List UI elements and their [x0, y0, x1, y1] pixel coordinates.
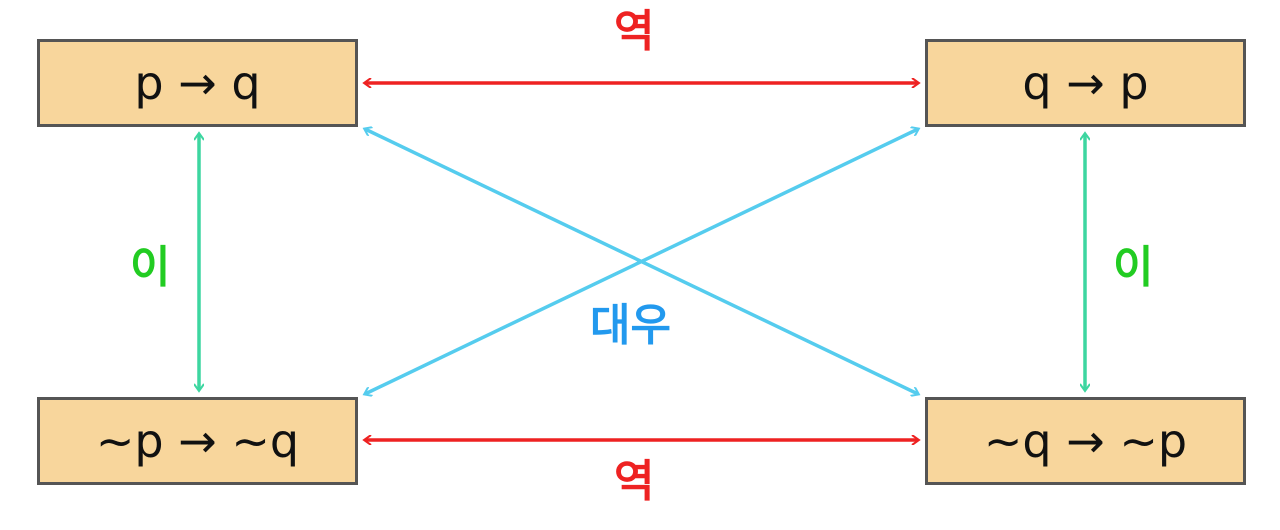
inverse-box: ~p → ~q — [37, 397, 358, 485]
contrapositive-label: 대우 — [590, 300, 671, 351]
inverse-label-left: 이 — [130, 242, 171, 293]
inverse-label-right: 이 — [1113, 242, 1154, 293]
contrapositive-text: ~q → ~p — [983, 414, 1188, 468]
converse-box: q → p — [925, 39, 1246, 127]
contrapositive-box: ~q → ~p — [925, 397, 1246, 485]
converse-label-bottom: 역 — [614, 456, 655, 507]
inverse-text: ~p → ~q — [95, 414, 300, 468]
statement-text: p → q — [134, 56, 261, 110]
contrapositive-arrow-2 — [365, 129, 918, 394]
converse-text: q → p — [1022, 56, 1149, 110]
statement-box: p → q — [37, 39, 358, 127]
converse-label-top: 역 — [614, 6, 655, 57]
